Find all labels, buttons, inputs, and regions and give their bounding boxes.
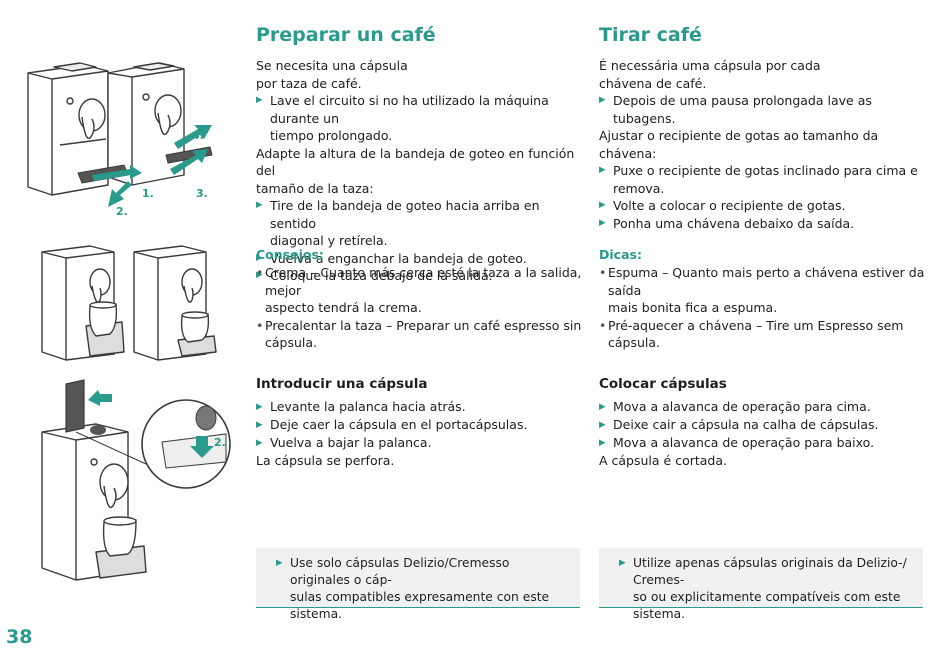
pt-capsule-step-2: Deixe cair a cápsula na calha de cápsula… (599, 416, 929, 434)
es-capsule-step-2: Deje caer la cápsula en el portacápsulas… (256, 416, 586, 434)
pt-brew-step-2: Puxe o recipiente de gotas inclinado par… (599, 162, 929, 197)
es-brew-step-1: Lave el circuito si no ha utilizado la m… (256, 92, 586, 145)
es-note-box: Use solo cápsulas Delizio/Cremesso origi… (256, 548, 580, 621)
pt-capsule-title: Colocar cápsulas (599, 376, 727, 392)
pt-tips-title: Dicas: (599, 247, 642, 262)
es-brew-title: Preparar un café (256, 24, 436, 46)
page-number: 38 (6, 626, 33, 648)
drip-tray-illustration: 1. 2. 3. 4. (27, 62, 213, 218)
es-capsule-step-1: Levante la palanca hacia atrás. (256, 398, 586, 416)
fig1-label-1: 1. (142, 187, 154, 200)
pt-note-box: Utilize apenas cápsulas originais da Del… (599, 548, 923, 621)
es-tip-2: Precalentar la taza – Preparar un café e… (256, 317, 586, 352)
pt-note-text: Utilize apenas cápsulas originais da Del… (619, 555, 913, 623)
pt-capsule-result: A cápsula é cortada. (599, 453, 727, 468)
es-capsule-result: La cápsula se perfora. (256, 453, 395, 468)
pt-brew-title: Tirar café (599, 24, 702, 46)
es-brew-line-2: por taza de café. (256, 75, 362, 91)
fig1-label-4: 4. (192, 129, 204, 142)
capsule-illustration: 1. 2. (41, 379, 231, 581)
es-tips-body: Crema – Cuanto más cerca esté la taza a … (256, 264, 586, 352)
pt-tip-1: Espuma – Quanto mais perto a chávena est… (599, 264, 929, 317)
es-capsule-title: Introducir una cápsula (256, 376, 428, 392)
es-capsule-body: Levante la palanca hacia atrás. Deje cae… (256, 398, 586, 470)
pt-brew-line-2: chávena de café. (599, 75, 707, 91)
es-brew-adapt-1: Adapte la altura de la bandeja de goteo … (256, 145, 575, 179)
fig3-label-2: 2. (214, 436, 226, 449)
pt-brew-step-4: Ponha uma chávena debaixo da saída. (599, 215, 929, 233)
es-brew-adapt-2: tamaño de la taza: (256, 180, 374, 196)
es-brew-step-2: Tire de la bandeja de goteo hacia arriba… (256, 197, 586, 250)
es-note-text: Use solo cápsulas Delizio/Cremesso origi… (276, 555, 570, 623)
es-capsule-step-3: Vuelva a bajar la palanca. (256, 434, 586, 452)
pt-tips-body: Espuma – Quanto mais perto a chávena est… (599, 264, 929, 352)
cup-illustration (41, 245, 217, 361)
fig3-label-1: 1. (96, 392, 108, 405)
fig1-label-2: 2. (116, 205, 128, 218)
pt-brew-body: É necessária uma cápsula por cada cháven… (599, 57, 929, 232)
es-brew-line-1: Se necesita una cápsula (256, 58, 408, 73)
fig1-label-3: 3. (196, 187, 208, 200)
pt-capsule-body: Mova a alavanca de operação para cima. D… (599, 398, 929, 470)
pt-brew-line-1: É necessária uma cápsula por cada (599, 58, 821, 73)
es-brew-step-3: Vuelva a enganchar la bandeja de goteo. (256, 250, 586, 268)
es-tips-title: Consejos: (256, 247, 324, 262)
es-tip-1: Crema – Cuanto más cerca esté la taza a … (256, 264, 586, 317)
pt-tip-2: Pré-aquecer a chávena – Tire um Espresso… (599, 317, 929, 352)
pt-capsule-step-1: Mova a alavanca de operação para cima. (599, 398, 929, 416)
pt-brew-step-3: Volte a colocar o recipiente de gotas. (599, 197, 929, 215)
pt-capsule-step-3: Mova a alavanca de operação para baixo. (599, 434, 929, 452)
pt-brew-adapt: Ajustar o recipiente de gotas ao tamanho… (599, 128, 879, 161)
pt-brew-step-1: Depois de uma pausa prolongada lave as t… (599, 92, 929, 127)
